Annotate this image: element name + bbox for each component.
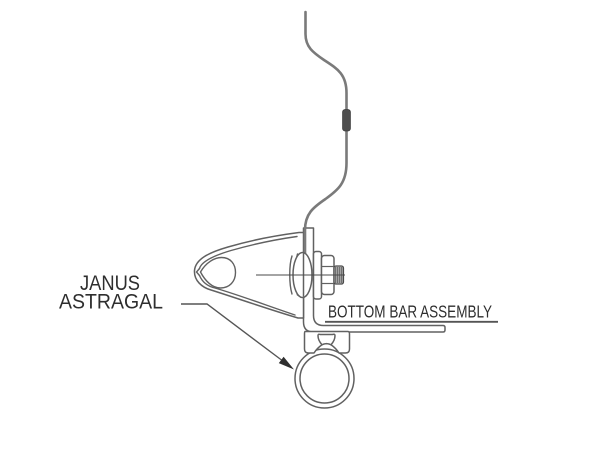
bolt-assembly bbox=[256, 250, 345, 300]
wedge-clamp-inner-bottom bbox=[198, 274, 296, 316]
bottom-bar-assembly-label: BOTTOM BAR ASSEMBLY bbox=[328, 302, 492, 322]
cable-ferrule bbox=[342, 109, 351, 132]
wedge-clamp-inner-top bbox=[198, 235, 298, 270]
astragal-spline bbox=[317, 333, 336, 346]
astragal-bulb bbox=[294, 348, 355, 409]
janus-astragal-label-line2: ASTRAGAL bbox=[59, 290, 163, 314]
leader-line bbox=[181, 303, 282, 361]
astragal-bulb-inner bbox=[299, 353, 350, 404]
astragal-retainer-channel bbox=[303, 330, 351, 354]
curtain-cable bbox=[303, 10, 351, 256]
cable-line bbox=[303, 10, 348, 256]
arrowhead bbox=[278, 356, 294, 370]
wedge-clamp-egg bbox=[199, 256, 237, 289]
wedge-clamp-tip-notch bbox=[195, 267, 201, 277]
leader-arrow bbox=[181, 303, 294, 370]
janus-astragal-label-line1: JANUS bbox=[80, 271, 140, 295]
labels: JANUS ASTRAGAL BOTTOM BAR ASSEMBLY bbox=[59, 271, 498, 323]
